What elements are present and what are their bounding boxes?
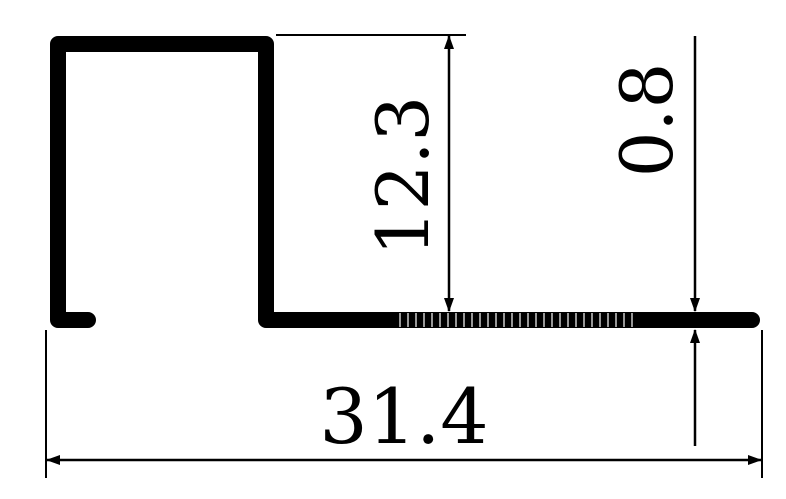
width-dimension-label: 31.4 — [319, 372, 488, 461]
extension-lines — [45, 34, 763, 478]
height-dimension-label: 12.3 — [361, 96, 445, 256]
knurled-section — [399, 313, 633, 327]
profile-outline — [50, 36, 760, 328]
thickness-dimension-label: 0.8 — [605, 63, 689, 178]
